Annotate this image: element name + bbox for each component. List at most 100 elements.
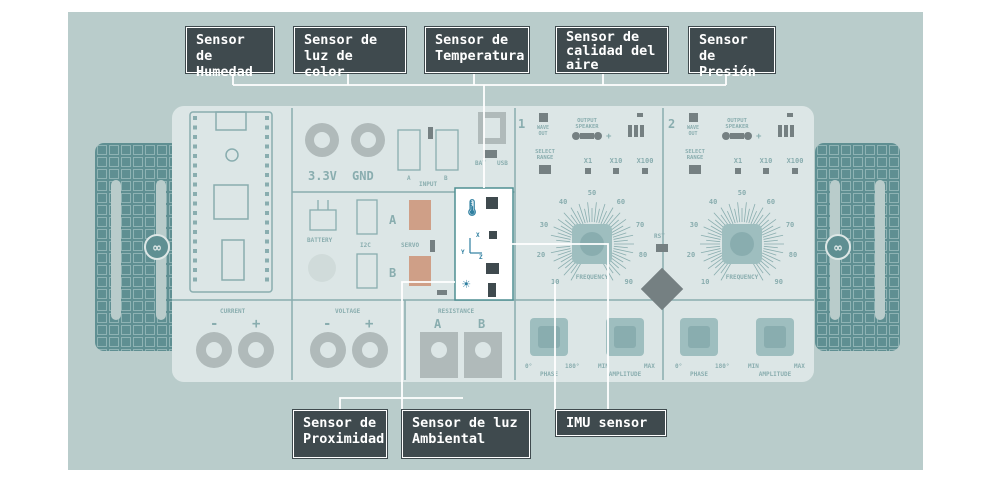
- dial-tick: [556, 245, 571, 249]
- speaker-terminal[interactable]: [722, 132, 730, 140]
- resistance-jacks[interactable]: [420, 332, 502, 378]
- dial-tick: [750, 210, 758, 225]
- callout-imu-sensor: IMU sensor: [556, 410, 666, 436]
- speaker-terminal[interactable]: [744, 132, 752, 140]
- jumper-pin[interactable]: [640, 125, 644, 137]
- rst-button[interactable]: [656, 244, 668, 252]
- port-b-label: B: [389, 266, 396, 280]
- wave-out-button[interactable]: [539, 113, 548, 122]
- servo-connector-b[interactable]: [409, 256, 431, 286]
- multiplier-led: [792, 168, 798, 174]
- select-range-button[interactable]: [539, 165, 551, 174]
- mcu-pin: [265, 239, 269, 244]
- mcu-pin: [193, 268, 197, 272]
- dial-tick: [707, 256, 725, 270]
- dial-tick-label: 60: [767, 198, 775, 206]
- dial-tick: [707, 218, 725, 232]
- output-speaker-label: SPEAKER: [575, 124, 599, 130]
- dial-tick: [612, 232, 627, 238]
- dial-tick: [613, 239, 628, 243]
- infinity-logo-icon: ∞: [834, 241, 842, 256]
- jumper-cap[interactable]: [637, 113, 643, 117]
- speaker-terminal[interactable]: [594, 132, 602, 140]
- mcu-pin: [265, 154, 269, 158]
- callout-proximity-sensor: Sensor de Proximidad: [293, 410, 387, 458]
- dial-tick: [734, 208, 738, 223]
- amplitude-knob-cap[interactable]: [614, 326, 636, 348]
- usb-connector: [478, 112, 506, 144]
- left-mount-plate: ∞: [95, 143, 180, 351]
- dial-tick: [710, 225, 724, 234]
- select-range-button[interactable]: [689, 165, 701, 174]
- voltage-label: VOLTAGE: [335, 308, 361, 315]
- mcu-pin: [193, 211, 197, 215]
- dial-tick: [726, 210, 734, 225]
- phase-knob-cap[interactable]: [688, 326, 710, 348]
- bat-label: BAT: [475, 160, 486, 167]
- mcu-pin: [193, 220, 197, 225]
- mcu-pin: [265, 220, 269, 225]
- voltage-plus: +: [365, 316, 373, 332]
- mcu-pin: [265, 201, 269, 206]
- jumper-pin[interactable]: [628, 125, 632, 137]
- dial-tick-label: 30: [540, 221, 548, 229]
- amplitude-label: AMPLITUDE: [759, 371, 792, 378]
- dial-tick: [706, 245, 721, 249]
- frequency-knob-cap[interactable]: [730, 232, 754, 256]
- current-label: CURRENT: [220, 308, 246, 315]
- power-jack-gnd[interactable]: [351, 123, 385, 157]
- mcu-pin: [265, 135, 269, 139]
- servo-switch[interactable]: [430, 240, 435, 252]
- dial-tick: [752, 207, 764, 226]
- power-jack-3v3[interactable]: [305, 123, 339, 157]
- phase-max-label: 180°: [565, 363, 579, 370]
- voltage-minus: -: [323, 316, 331, 332]
- amplitude-min-label: MIN: [748, 363, 759, 370]
- mcu-pin: [265, 249, 269, 253]
- dial-tick: [720, 207, 732, 226]
- jumper-cap[interactable]: [787, 113, 793, 117]
- speaker-terminal[interactable]: [572, 132, 580, 140]
- multiplier-led: [735, 168, 741, 174]
- frequency-label: FREQUENCY: [726, 274, 759, 281]
- dial-tick-label: 40: [709, 198, 717, 206]
- dial-tick-label: 70: [636, 221, 644, 229]
- current-plus: +: [252, 316, 260, 332]
- amplitude-label: AMPLITUDE: [609, 371, 642, 378]
- dial-tick: [570, 207, 582, 226]
- callout-temperature-sensor: Sensor de Temperatura: [425, 27, 529, 73]
- multiplier-label: X10: [610, 157, 623, 165]
- mcu-pin: [265, 144, 269, 149]
- bat-usb-switch[interactable]: [483, 150, 497, 158]
- mcu-pin: [193, 249, 197, 253]
- jumper-pin[interactable]: [784, 125, 788, 137]
- mcu-pin: [265, 268, 269, 272]
- amplitude-knob-cap[interactable]: [764, 326, 786, 348]
- voltage-jacks[interactable]: [310, 332, 388, 368]
- battery-connector: [309, 200, 337, 231]
- port-a-label: A: [389, 213, 397, 227]
- dial-tick: [720, 262, 732, 281]
- dial-tick: [587, 202, 591, 223]
- input-label: INPUT: [419, 181, 437, 188]
- jumper-pin[interactable]: [778, 125, 782, 137]
- dial-tick: [550, 248, 571, 254]
- jumper-pin[interactable]: [790, 125, 794, 137]
- battery-label: BATTERY: [307, 237, 333, 244]
- current-jacks[interactable]: [196, 332, 274, 368]
- wave-out-button[interactable]: [689, 113, 698, 122]
- resistance-a-label: A: [434, 317, 442, 331]
- dial-tick: [553, 226, 573, 236]
- dial-tick: [762, 250, 777, 256]
- mcu-pin: [265, 277, 269, 282]
- dial-tick: [611, 226, 631, 236]
- small-switch[interactable]: [437, 290, 447, 295]
- jumper-pin[interactable]: [634, 125, 638, 137]
- dial-tick: [761, 252, 781, 262]
- amplitude-min-label: MIN: [598, 363, 609, 370]
- servo-connector-a[interactable]: [409, 200, 431, 230]
- dial-tick: [557, 250, 572, 256]
